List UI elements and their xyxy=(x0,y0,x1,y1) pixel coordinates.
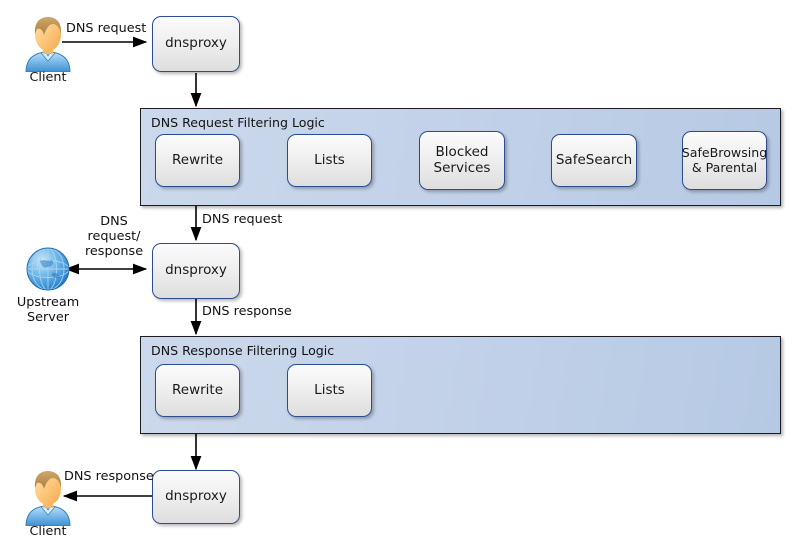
stage-response-rewrite[interactable]: Rewrite xyxy=(155,364,240,417)
panel-request-filtering-title: DNS Request Filtering Logic xyxy=(151,115,325,130)
node-dnsproxy-top[interactable]: dnsproxy xyxy=(152,16,240,72)
stage-response-lists[interactable]: Lists xyxy=(287,364,372,417)
actor-upstream-server xyxy=(22,243,78,299)
actor-upstream-server-caption: Upstream Server xyxy=(16,295,80,326)
stage-request-rewrite[interactable]: Rewrite xyxy=(155,134,240,187)
edge-label-request-panel-to-proxy-middle: DNS request xyxy=(202,212,283,227)
stage-request-blocked-services[interactable]: Blocked Services xyxy=(419,131,505,190)
panel-response-filtering-title: DNS Response Filtering Logic xyxy=(151,343,335,358)
user-icon xyxy=(25,17,71,73)
globe-icon xyxy=(26,247,70,291)
node-dnsproxy-middle[interactable]: dnsproxy xyxy=(152,243,240,299)
actor-client-top-caption: Client xyxy=(29,70,67,85)
stage-request-safesearch[interactable]: SafeSearch xyxy=(551,134,637,187)
edge-label-upstream-exchange: DNS request/ response xyxy=(84,214,144,259)
user-icon xyxy=(25,471,71,527)
stage-request-lists[interactable]: Lists xyxy=(287,134,372,187)
panel-response-filtering: DNS Response Filtering Logic xyxy=(140,336,781,434)
node-dnsproxy-bottom[interactable]: dnsproxy xyxy=(152,470,240,524)
edge-label-client-to-proxy-top: DNS request xyxy=(66,21,147,36)
actor-client-top xyxy=(20,14,76,76)
actor-client-bottom-caption: Client xyxy=(29,524,67,539)
stage-request-safebrowsing-parental[interactable]: SafeBrowsing & Parental xyxy=(682,131,767,190)
edge-label-proxy-bottom-to-client: DNS response xyxy=(64,469,154,484)
edge-label-proxy-middle-to-response-panel: DNS response xyxy=(202,304,292,319)
actor-client-bottom xyxy=(20,468,76,530)
